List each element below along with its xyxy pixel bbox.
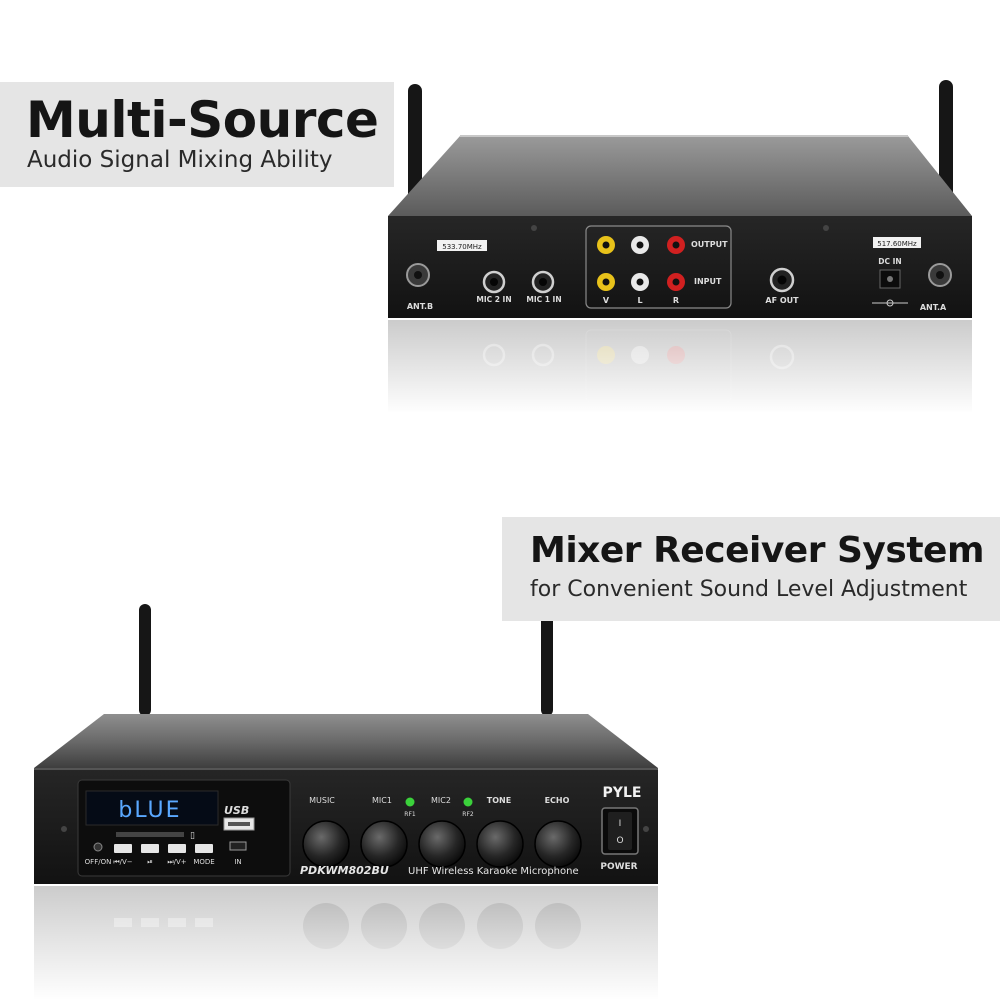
rear-unit-lid — [388, 136, 972, 216]
rca-input-jacks — [597, 273, 685, 291]
rear-unit-reflection — [386, 318, 976, 414]
rca-output-jacks — [597, 236, 685, 254]
tone-knob[interactable] — [476, 820, 524, 868]
rca-panel-box — [585, 225, 732, 309]
ant-b-label: ANT.B — [407, 302, 433, 311]
tone-label: TONE — [487, 796, 511, 805]
mode-label: MODE — [193, 858, 214, 866]
model-description: UHF Wireless Karaoke Microphone — [408, 866, 579, 877]
caption-bottom-sub: for Convenient Sound Level Adjustment — [530, 577, 968, 602]
music-knob[interactable] — [302, 820, 350, 868]
rf2-label: RF2 — [462, 811, 474, 818]
mini-usb-in-port[interactable] — [229, 841, 247, 851]
dc-in-label: DC IN — [878, 257, 901, 266]
led-display — [85, 790, 219, 826]
mode-button[interactable] — [195, 844, 213, 853]
caption-top: Multi-Source — [0, 82, 394, 187]
mic1-knob[interactable] — [360, 820, 408, 868]
mic1-label: MIC1 — [372, 796, 392, 805]
play-pause-button[interactable] — [141, 844, 159, 853]
ant-a-label: ANT.A — [920, 303, 947, 312]
caption-top-headline: Multi-Source — [26, 91, 379, 149]
prev-vol-button[interactable] — [114, 844, 132, 853]
mic2-knob[interactable] — [418, 820, 466, 868]
freq-label-a: 517.60MHz — [877, 240, 917, 248]
front-panel-unit: bLUE USB ▯ OFF/ON ⏮/V− ⏯ ⏭/V+ MODE IN MU… — [34, 604, 658, 884]
play-pause-label: ⏯ — [147, 858, 153, 866]
front-unit-reflection — [30, 884, 662, 1000]
model-number: PDKWM802BU — [300, 864, 389, 877]
sd-card-icon: ▯ — [190, 831, 195, 841]
v-label: V — [603, 296, 610, 305]
mic2-label: MIC2 — [431, 796, 451, 805]
caption-bottom-headline: Mixer Receiver System — [530, 530, 984, 571]
af-out-label: AF OUT — [765, 296, 799, 305]
display-text: bLUE — [118, 798, 181, 823]
usb-label: USB — [224, 804, 249, 817]
front-unit-lid — [34, 714, 658, 768]
output-label: OUTPUT — [691, 240, 728, 249]
svg-text:O: O — [616, 836, 623, 846]
rf2-led — [463, 797, 473, 807]
brand-logo: PYLE — [603, 785, 642, 801]
off-on-label: OFF/ON — [85, 858, 112, 866]
caption-bottom: Mixer Receiver System for Convenient Sou… — [502, 517, 1000, 621]
off-on-switch[interactable] — [93, 842, 103, 852]
front-antenna-left — [139, 604, 151, 716]
in-label: IN — [234, 858, 241, 866]
power-label: POWER — [600, 862, 637, 872]
prev-vol-label: ⏮/V− — [113, 858, 132, 866]
mic2-in-label: MIC 2 IN — [476, 295, 511, 304]
next-vol-label: ⏭/V+ — [167, 858, 186, 866]
echo-knob[interactable] — [534, 820, 582, 868]
echo-label: ECHO — [545, 796, 570, 805]
next-vol-button[interactable] — [168, 844, 186, 853]
caption-top-sub: Audio Signal Mixing Ability — [27, 147, 333, 173]
svg-text:I: I — [619, 819, 622, 829]
front-antenna-right — [541, 612, 553, 716]
l-label: L — [637, 296, 642, 305]
music-label: MUSIC — [309, 796, 335, 805]
r-label: R — [673, 296, 679, 305]
mic1-in-label: MIC 1 IN — [526, 295, 561, 304]
rf1-led — [405, 797, 415, 807]
freq-label-b: 533.70MHz — [442, 243, 482, 251]
sd-card-slot[interactable] — [116, 832, 184, 837]
rear-panel — [388, 216, 972, 318]
rear-panel-unit: 533.70MHz 517.60MHz ANT.B ANT.A MIC 2 IN… — [388, 80, 972, 318]
rf1-label: RF1 — [404, 811, 416, 818]
input-label: INPUT — [694, 277, 722, 286]
